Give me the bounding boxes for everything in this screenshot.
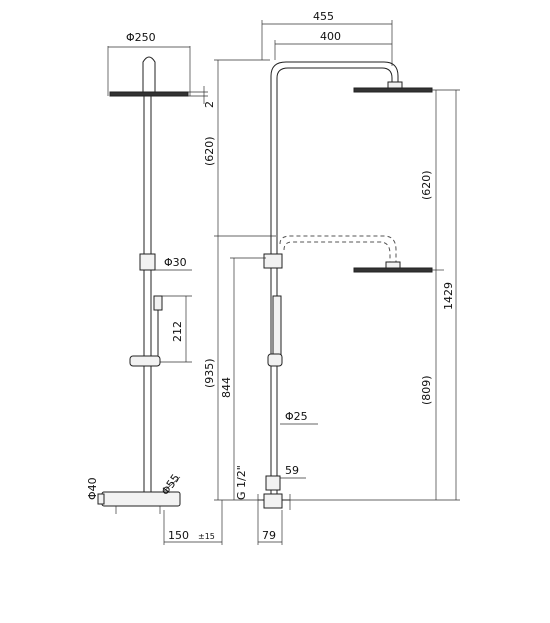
knob-leader [162,476,181,493]
lower-height-right-label: (809) [420,375,433,405]
front-slider [267,353,283,367]
bottom-depth-label: 79 [262,529,276,542]
head-diameter-label: Φ250 [126,31,156,44]
bottom-valve [263,493,283,509]
pipe-diameter-label: Φ25 [285,410,308,423]
connection-height-label: 59 [285,464,299,477]
lower-arm-dashed-outer [279,235,397,262]
shower-arm-top [142,56,156,92]
front-view: 455 400 Φ25 59 G 1/2" [203,10,460,545]
front-connector [263,253,283,269]
bottom-fitting [265,475,281,491]
total-height-label: 1429 [442,282,455,310]
side-view: Φ250 2 Φ30 212 Φ40 Φ55 [86,31,223,545]
holder-diameter-label: Φ30 [164,256,187,269]
hand-length-label: 212 [171,321,184,342]
mixer-diameter-label: Φ40 [86,477,99,500]
thread-label: G 1/2" [235,465,248,500]
upper-arm-outer [270,61,399,244]
lower-arm-dashed-inner [283,241,391,262]
wall-offset-tolerance: ±15 [198,532,215,541]
shower-head-front-top [353,87,433,93]
head-joint-top [387,81,403,89]
arm-reach-outer-label: 455 [313,10,334,23]
slide-height-label: 844 [220,377,233,398]
shower-head-front-lower [353,267,433,273]
lower-height-label: (935) [203,358,216,388]
wall-offset-label: 150 [168,529,189,542]
mixer-knob-left [97,493,105,505]
head-joint-lower [385,261,401,269]
hand-shower-head [153,295,163,311]
slider-block [129,355,161,367]
upper-arm-inner [276,67,393,244]
head-thickness-label: 2 [203,101,216,108]
front-hand-shower [272,295,282,359]
column-connector [139,253,156,271]
shower-head-side [109,91,189,97]
upper-height-right-label: (620) [420,170,433,200]
upper-height-label: (620) [203,136,216,166]
arm-reach-inner-label: 400 [320,30,341,43]
